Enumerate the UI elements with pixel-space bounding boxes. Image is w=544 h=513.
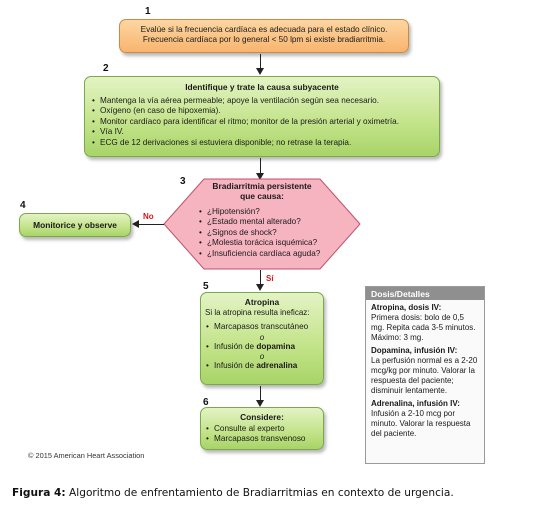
step-number-4: 4 <box>20 200 26 211</box>
step-5-list-2: Infusión de dopamina <box>205 341 319 353</box>
arrow-3-to-5-head <box>256 284 264 291</box>
step-5-list: Marcapasos transcutáneo <box>205 322 319 333</box>
dosage-term-dopamine: Dopamina, infusión IV: <box>371 346 458 355</box>
step-4-monitor-box: Monitorice y observe <box>19 213 131 237</box>
step-5-item-adrenaline-drug: adrenalina <box>256 361 298 371</box>
caption-label: Figura 4: <box>12 487 66 499</box>
step-number-6: 6 <box>203 397 209 408</box>
step-2-title: Identifique y trate la causa subyacente <box>185 82 339 92</box>
step-5-item-dopamine: Infusión de dopamina <box>205 341 319 353</box>
step-2-item: Mantenga la vía aérea permeable; apoye l… <box>91 96 433 107</box>
step-5-title: Atropina <box>244 297 280 307</box>
step-1-line-1: Evalúe si la frecuencia cardíaca es adec… <box>140 25 388 34</box>
step-6-item: Consulte al experto <box>205 424 319 435</box>
yes-label: Sí <box>266 274 274 283</box>
step-5-atropine-box: Atropina Si la atropina resulta ineficaz… <box>200 292 324 385</box>
step-5-item-adrenaline-prefix: Infusión de <box>214 361 257 371</box>
dosage-term-adrenaline: Adrenalina, infusión IV: <box>371 399 460 408</box>
dosage-details-panel: Dosis/Detalles Atropina, dosis IV: Prime… <box>365 286 485 464</box>
step-5-subtitle: Si la atropina resulta ineficaz: <box>205 308 310 317</box>
step-6-list: Consulte al experto Marcapasos transveno… <box>205 424 319 445</box>
step-2-item: ECG de 12 derivaciones si estuviera disp… <box>91 138 433 149</box>
arrow-3-to-5-yes <box>260 270 261 286</box>
dosage-desc-atropine: Primera dosis: bolo de 0,5 mg. Repita ca… <box>371 313 476 342</box>
arrow-3-to-4-no <box>138 224 164 225</box>
step-5-item-dopamine-prefix: Infusión de <box>214 341 257 351</box>
step-number-3: 3 <box>180 176 186 187</box>
copyright-notice: © 2015 American Heart Association <box>28 451 145 460</box>
step-5-or-1: o <box>259 332 265 342</box>
dosage-desc-adrenaline: Infusión a 2-10 mcg por minuto. Valorar … <box>371 409 471 438</box>
step-3-item: ¿Insuficiencia cardíaca aguda? <box>198 249 348 260</box>
no-label: No <box>143 212 154 221</box>
dosage-details-body: Atropina, dosis IV: Primera dosis: bolo … <box>366 300 484 445</box>
step-3-list: ¿Hipotensión? ¿Estado mental alterado? ¿… <box>198 207 348 259</box>
step-3-item: ¿Hipotensión? <box>198 207 348 218</box>
arrow-5-to-6 <box>260 386 261 401</box>
arrow-3-to-4-head <box>132 220 139 228</box>
arrow-5-to-6-head <box>256 400 264 407</box>
step-number-1: 1 <box>145 6 151 17</box>
step-6-consider-box: Considere: Consulte al experto Marcapaso… <box>200 407 324 450</box>
step-3-item: ¿Molestia torácica isquémica? <box>198 238 348 249</box>
step-5-item-adrenaline: Infusión de adrenalina <box>205 361 319 372</box>
step-1-evaluate-box: Evalúe si la frecuencia cardíaca es adec… <box>119 19 409 53</box>
step-5-or-2: o <box>259 352 265 362</box>
arrow-1-to-2 <box>260 54 261 70</box>
figure-caption: Figura 4: Algoritmo de enfrentamiento de… <box>12 487 454 499</box>
step-3-title-line-2: que causa: <box>240 191 284 201</box>
caption-text: Algoritmo de enfrentamiento de Bradiarri… <box>65 487 454 499</box>
step-1-line-2: Frecuencia cardíaca por lo general < 50 … <box>142 35 386 45</box>
step-2-item: Vía IV. <box>91 127 433 138</box>
step-3-title-line-1: Bradiarritmia persistente <box>212 181 312 191</box>
step-6-item: Marcapasos transvenoso <box>205 434 319 445</box>
step-number-2: 2 <box>103 63 109 74</box>
step-number-5: 5 <box>203 281 209 292</box>
step-2-identify-box: Identifique y trate la causa subyacente … <box>84 76 440 157</box>
dosage-term-atropine: Atropina, dosis IV: <box>371 303 442 312</box>
step-6-title: Considere: <box>240 412 284 422</box>
step-2-list: Mantenga la vía aérea permeable; apoye l… <box>91 96 433 148</box>
step-5-item-dopamine-drug: dopamina <box>256 341 296 351</box>
step-3-item: ¿Signos de shock? <box>198 228 348 239</box>
step-5-list-3: Infusión de adrenalina <box>205 361 319 372</box>
dosage-details-header: Dosis/Detalles <box>366 287 484 300</box>
dosage-desc-dopamine: La perfusión normal es a 2-20 mcg/kg por… <box>371 356 478 395</box>
arrow-2-to-3 <box>260 158 261 175</box>
step-2-item: Oxígeno (en caso de hipoxemia). <box>91 106 433 117</box>
arrow-2-to-3-head <box>256 173 264 180</box>
step-2-item: Monitor cardíaco para identificar el rit… <box>91 117 433 128</box>
step-4-label: Monitorice y observe <box>33 220 117 230</box>
step-3-item: ¿Estado mental alterado? <box>198 217 348 228</box>
step-5-item-pacing: Marcapasos transcutáneo <box>205 322 319 333</box>
arrow-1-to-2-head <box>256 68 264 75</box>
step-3-title: Bradiarritmia persistente que causa: <box>162 181 362 201</box>
